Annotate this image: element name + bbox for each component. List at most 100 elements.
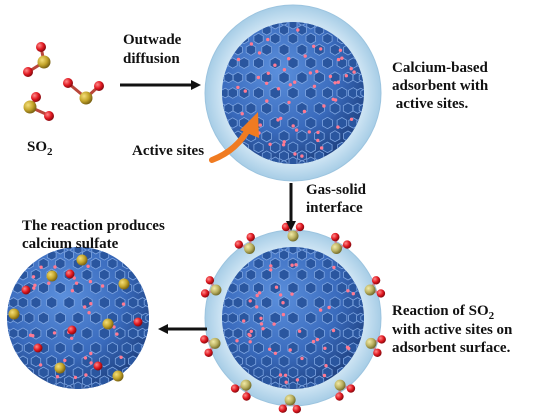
active-site-dot: [269, 268, 273, 272]
pore-cell: [128, 250, 138, 260]
sulfur-dot: [118, 278, 130, 290]
sulfur-dot: [102, 318, 114, 330]
pore-cell: [141, 282, 149, 294]
reaction-label-3: adsorbent surface.: [392, 340, 511, 356]
active-site-dot: [73, 375, 78, 380]
pore-cell: [23, 311, 35, 325]
active-site-dot: [88, 279, 93, 284]
pore-cell: [245, 296, 257, 309]
active-site-dot: [268, 347, 272, 351]
pore-cell: [24, 366, 34, 378]
surface-so2-molecules: [200, 222, 386, 414]
so2-molecule: [23, 92, 54, 121]
so2-molecule: [63, 78, 104, 105]
pore-cell: [261, 43, 273, 56]
pore-cell: [253, 86, 265, 100]
pore-cell: [98, 296, 110, 309]
pore-cell: [278, 268, 290, 281]
active-site-dot: [300, 154, 304, 158]
active-site-dot: [281, 312, 286, 317]
pore-cell: [25, 382, 33, 389]
pore-cell: [122, 366, 132, 378]
active-site-dot: [236, 57, 241, 62]
pore-cell: [296, 296, 308, 310]
pore-cell: [55, 381, 65, 389]
pore-cell: [329, 130, 341, 143]
active-site-dot: [336, 57, 341, 62]
pore-cell: [13, 367, 23, 378]
active-site-dots: [236, 28, 356, 158]
pore-cell: [72, 366, 84, 379]
pore-cell: [261, 296, 273, 309]
pore-cell: [270, 141, 281, 154]
pore-cell: [322, 32, 333, 45]
active-site-dot: [112, 325, 116, 329]
pore-cell: [114, 355, 126, 368]
active-site-dot: [287, 57, 291, 61]
pore-cell: [39, 381, 48, 389]
svg-text:Gas-solid: Gas-solid: [306, 182, 367, 198]
active-site-dot: [39, 265, 43, 269]
active-site-dot: [322, 373, 327, 378]
active-site-dot: [89, 351, 93, 356]
pore-cell: [287, 86, 299, 100]
svg-text:Calcium-based: Calcium-based: [392, 60, 488, 76]
pore-cell: [232, 102, 244, 115]
active-site-dot: [70, 336, 74, 340]
pore-cell: [8, 327, 19, 339]
pore-cell: [46, 375, 57, 387]
pore-cell: [305, 311, 317, 325]
svg-text:calcium sulfate: calcium sulfate: [22, 236, 119, 252]
pore-cell: [296, 130, 308, 143]
pore-cell: [296, 355, 308, 368]
active-site-dot: [240, 112, 244, 116]
active-site-dot: [273, 63, 277, 67]
pore-cell: [7, 345, 10, 351]
active-site-dot: [257, 51, 262, 55]
pore-cell: [278, 355, 290, 368]
active-site-dot: [259, 316, 263, 320]
pore-cell: [313, 296, 325, 309]
pore-cell: [11, 252, 16, 258]
pore-cell: [72, 281, 84, 295]
pore-cell: [329, 102, 341, 115]
calcium-adsorbent-label: Calcium-based: [392, 60, 488, 76]
pore-cell: [227, 87, 238, 99]
active-site-dot: [255, 305, 259, 309]
active-site-dot: [324, 364, 328, 368]
pore-cell: [278, 101, 290, 115]
active-site-dot: [316, 130, 320, 135]
pore-cell: [38, 311, 49, 325]
active-site-dot: [322, 104, 326, 108]
pore-cell: [138, 269, 147, 280]
active-site-dot: [293, 80, 297, 84]
active-site-dot: [31, 275, 36, 279]
active-site-dot: [261, 327, 265, 331]
pore-cell: [322, 141, 333, 154]
active-site-dot: [281, 143, 286, 147]
adsorbed-so2: [278, 394, 302, 414]
oxygen-dot: [133, 317, 143, 327]
svg-text:interface: interface: [306, 200, 363, 216]
pore-cell: [270, 32, 281, 45]
pore-cell: [108, 381, 117, 389]
pore-cell: [17, 296, 29, 309]
active-site-dot: [74, 281, 79, 285]
pore-cell: [288, 381, 298, 389]
pore-cell: [321, 86, 333, 100]
pore-cell: [313, 268, 325, 281]
pore-cell: [13, 258, 23, 269]
sulfur-dot: [46, 270, 58, 282]
active-site-dot: [316, 138, 320, 143]
active-site-dot: [308, 71, 313, 75]
active-site-dot: [33, 283, 37, 287]
active-site-dot: [315, 69, 319, 74]
active-site-dot: [265, 99, 269, 103]
active-site-dot: [333, 98, 338, 102]
adsorbent-sphere: [204, 4, 382, 182]
pore-cell: [142, 368, 149, 377]
pore-cell: [23, 342, 35, 354]
pore-cell: [342, 327, 354, 340]
active-site-dot: [319, 146, 324, 150]
